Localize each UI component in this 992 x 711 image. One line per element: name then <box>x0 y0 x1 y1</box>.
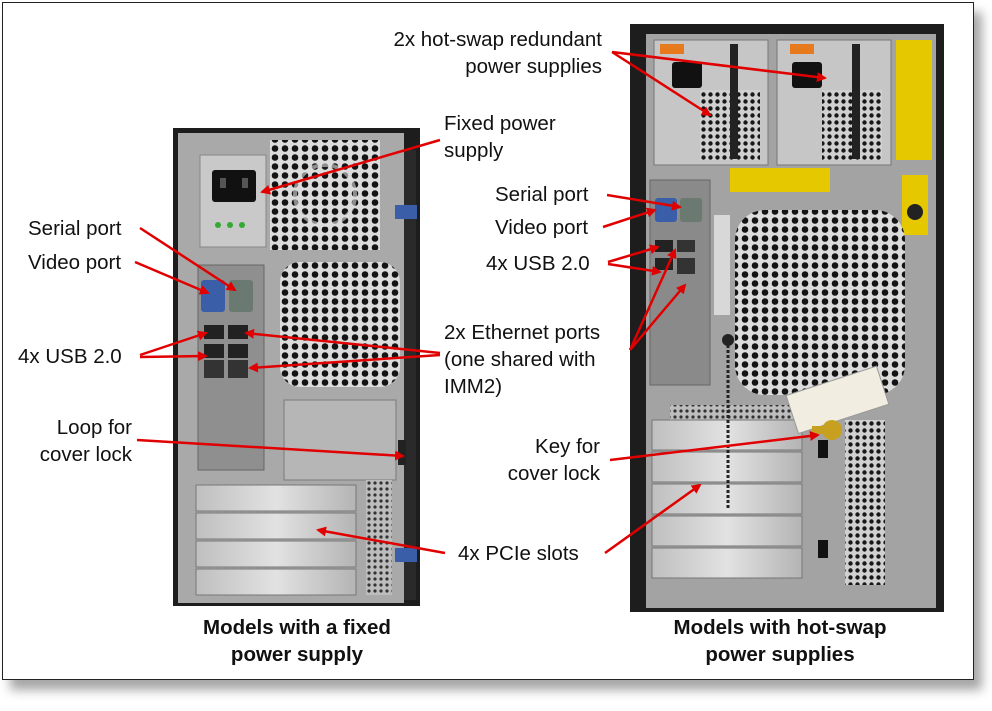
fixed-power-supply <box>199 154 267 248</box>
fixed-psu-label-line1: Fixed power <box>444 112 556 135</box>
loop-label-line1: Loop for <box>56 416 132 439</box>
key-label-line1: Key for <box>535 435 600 458</box>
hotswap-psu-label-line1: 2x hot-swap redundant <box>393 28 602 51</box>
ethernet-port-icon <box>204 360 224 378</box>
usb-right-label: 4x USB 2.0 <box>486 252 590 275</box>
caption-left: Models with a fixed power supply <box>166 614 428 668</box>
ethernet-label-line1: 2x Ethernet ports <box>444 321 601 344</box>
key-label: Key for cover lock <box>480 433 600 487</box>
loop-label-line2: cover lock <box>39 443 132 466</box>
usb-port-icon <box>204 325 224 339</box>
left-pcie-slots <box>195 480 392 596</box>
key-tag-icon <box>722 334 890 510</box>
vga-port-icon <box>201 280 225 312</box>
key-label-line2: cover lock <box>507 462 600 485</box>
pcie-label: 4x PCIe slots <box>458 542 579 565</box>
psu-fan-grille <box>270 140 380 250</box>
pcie-slot-icon <box>195 484 357 512</box>
ethernet-label-line3: IMM2) <box>444 375 503 398</box>
left-cover-panel <box>283 399 406 481</box>
power-inlet-icon <box>212 170 256 202</box>
ethernet-label: 2x Ethernet ports (one shared with IMM2) <box>444 319 600 400</box>
serial-port-right-label: Serial port <box>495 183 589 206</box>
loop-label: Loop for cover lock <box>20 414 132 468</box>
video-port-left-label: Video port <box>28 251 122 274</box>
caption-right-line1: Models with hot-swap <box>673 616 887 639</box>
callout-arrows <box>134 50 827 555</box>
fixed-psu-label: Fixed power supply <box>444 110 556 164</box>
right-fan-grille <box>735 210 905 395</box>
warning-labels <box>730 40 932 235</box>
hotswap-psu-label-line2: power supplies <box>465 55 602 78</box>
hotswap-psu-2 <box>776 39 892 166</box>
ethernet-label-line2: (one shared with <box>444 348 596 371</box>
system-fan-grille <box>280 262 400 387</box>
caption-left-line1: Models with a fixed <box>203 616 391 639</box>
caption-left-line2: power supply <box>230 643 364 666</box>
caption-right: Models with hot-swap power supplies <box>640 614 920 668</box>
hotswap-psu-label: 2x hot-swap redundant power supplies <box>340 26 602 80</box>
caption-right-line2: power supplies <box>705 643 855 666</box>
hotswap-psu-1 <box>653 39 769 166</box>
serial-port-left-label: Serial port <box>28 217 122 240</box>
usb-left-label: 4x USB 2.0 <box>18 345 122 368</box>
video-port-right-label: Video port <box>495 216 589 239</box>
fixed-psu-label-line2: supply <box>444 139 504 162</box>
serial-port-icon <box>229 280 253 312</box>
